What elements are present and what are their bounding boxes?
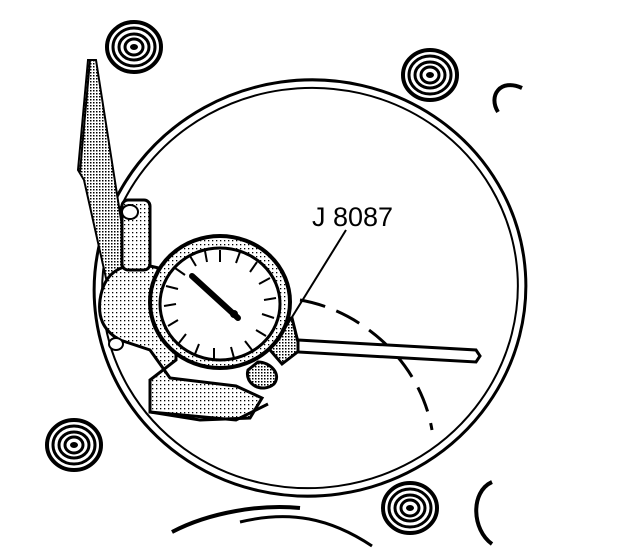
callout-label: J 8087 — [312, 202, 393, 232]
bolt-hole-icon — [45, 418, 103, 472]
indicator-needle — [189, 273, 241, 321]
bolt-hole-icon — [401, 48, 459, 102]
adjacent-bore-edge — [492, 83, 523, 114]
dial-ticks — [163, 250, 277, 360]
bolt-hole-icon — [381, 481, 439, 535]
callout: J 8087 — [283, 202, 393, 331]
adjacent-bore-edge — [474, 480, 494, 546]
piston-edge — [299, 298, 434, 431]
dial-indicator — [148, 234, 292, 370]
callout-leader — [283, 229, 347, 331]
indicator-plunger — [268, 316, 482, 367]
mounting-bracket — [98, 198, 279, 422]
bolt-hole-icon — [105, 20, 163, 74]
adjacent-bore-edge — [239, 515, 373, 548]
adjacent-bore-edge — [171, 505, 301, 534]
